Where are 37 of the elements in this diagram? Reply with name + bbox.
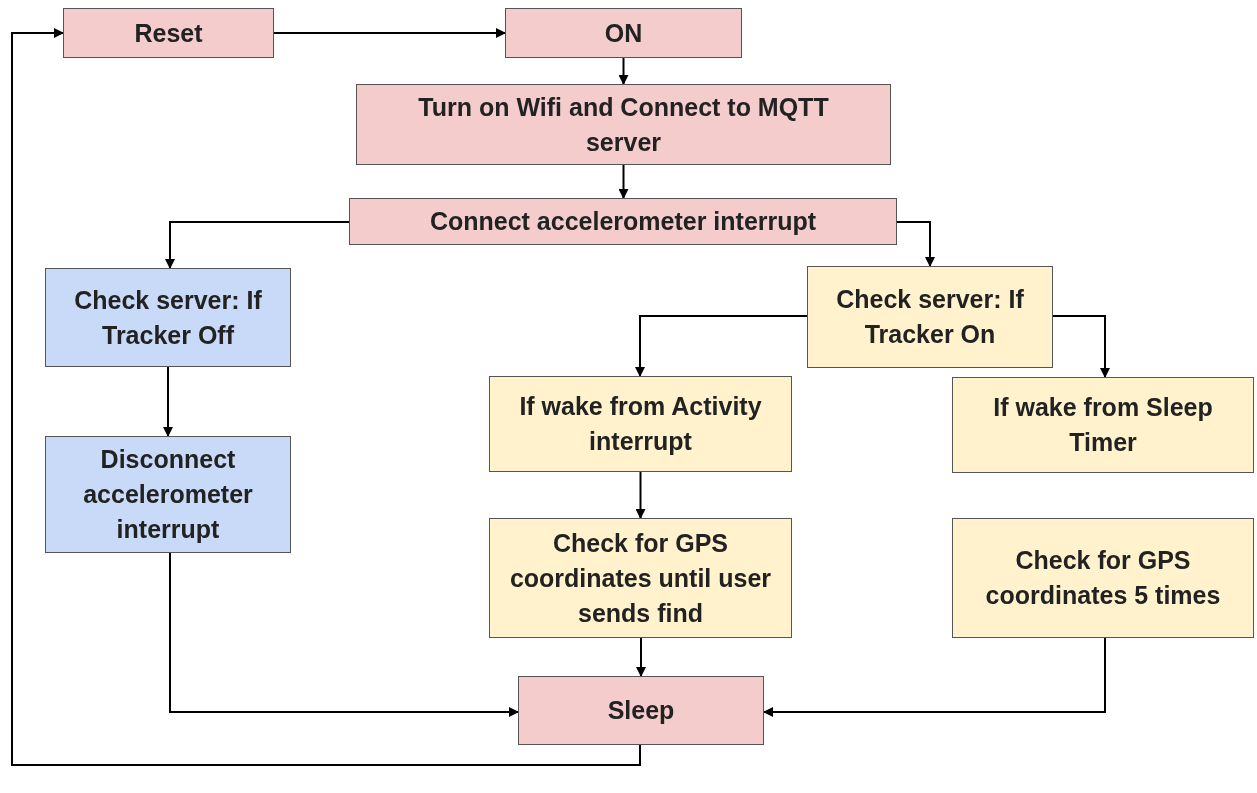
- box-label: Sleep: [607, 695, 675, 726]
- arrow: [11, 28, 641, 766]
- process-box: [505, 8, 742, 58]
- box-label: Check server: If Tracker Off: [73, 284, 263, 351]
- box-label: Disconnect accelerometer interrupt: [82, 444, 254, 545]
- process-box: [63, 8, 274, 58]
- process-box: [952, 518, 1254, 638]
- process-box: [489, 376, 792, 472]
- arrow: [1052, 315, 1110, 378]
- arrow: [763, 637, 1106, 717]
- arrow: [163, 366, 173, 437]
- process-box: [45, 268, 291, 367]
- process-box: [356, 84, 891, 165]
- arrow: [896, 221, 935, 267]
- arrow: [618, 164, 629, 199]
- box-label: Check for GPS coordinates until user sends find: [508, 527, 773, 629]
- box-label: Turn on Wifi and Connect to MQTT server: [417, 91, 830, 158]
- process-box: [807, 266, 1053, 368]
- box-label: Connect accelerometer interrupt: [429, 206, 817, 237]
- arrow: [165, 221, 350, 269]
- arrow: [618, 57, 629, 85]
- box-label: Check for GPS coordinates 5 times: [984, 545, 1222, 611]
- box-label: Check server: If Tracker On: [835, 284, 1025, 350]
- arrow: [169, 552, 519, 717]
- arrow: [635, 471, 646, 519]
- process-box: [952, 377, 1254, 473]
- box-label: If wake from Activity interrupt: [518, 391, 763, 457]
- process-box: [349, 198, 897, 245]
- arrow: [636, 637, 646, 677]
- box-label: If wake from Sleep Timer: [992, 392, 1214, 458]
- process-box: [518, 676, 764, 745]
- arrow: [273, 28, 506, 38]
- arrow: [635, 315, 808, 377]
- box-label: ON: [604, 17, 643, 49]
- process-box: [489, 518, 792, 638]
- process-box: [45, 436, 291, 553]
- box-label: Reset: [134, 17, 203, 49]
